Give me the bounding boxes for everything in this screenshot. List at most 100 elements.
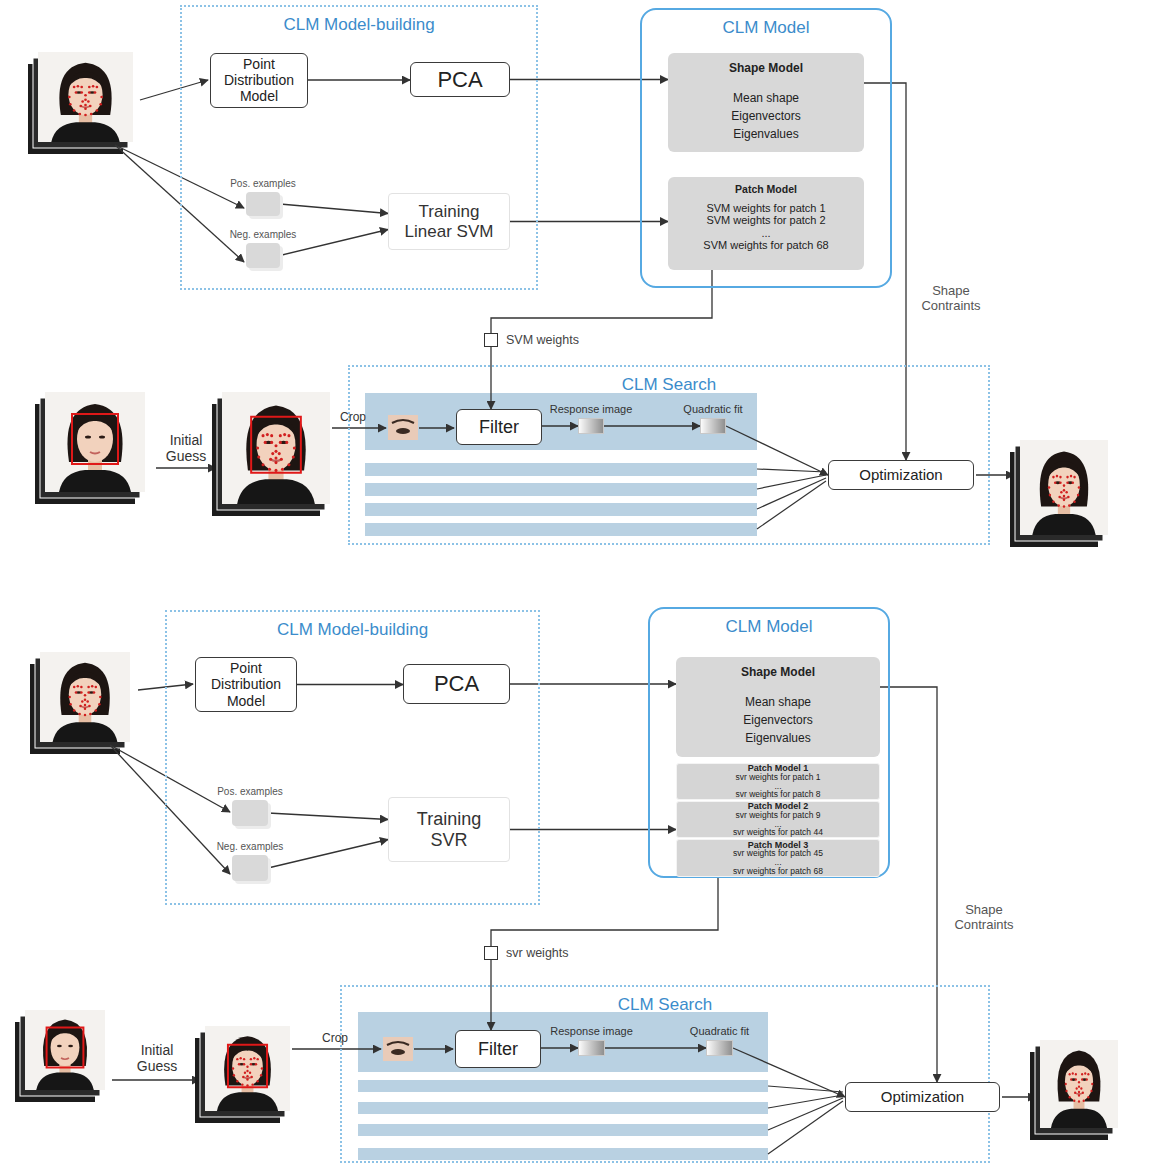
process-box: Training Linear SVM [388,193,510,250]
band-lines [757,469,826,529]
connector [510,683,676,684]
panel-heading: CLM Model [723,18,810,38]
region-heading: CLM Model-building [277,620,428,640]
dashed-region: CLM Model-buildingPoint Distribution Mod… [180,5,538,290]
connector [268,813,388,820]
face-photo [15,1010,105,1102]
connector [542,425,578,426]
dashed-region: CLM SearchFilterResponse imageQuadratic … [348,365,990,545]
model-text: Mean shape [733,89,799,107]
example-thumbnail: Pos. examples [246,192,280,216]
model-text: svr weights for patch 9 [735,811,820,820]
model-text: Shape Model [729,59,803,77]
search-band [358,1012,768,1160]
arrow-line [292,1048,381,1049]
connector [491,877,718,946]
weights-square: SVM weights [484,333,498,347]
process-box: Point Distribution Model [195,657,297,712]
model-text: ... [774,820,781,829]
connector [510,221,668,222]
dashed-region: CLM Model-buildingPoint Distribution Mod… [165,610,540,905]
connector [510,829,676,830]
model-text: SVM weights for patch 1 [706,202,825,215]
arrow-line [110,745,230,812]
patch-model-box: Patch ModelSVM weights for patch 1SVM we… [668,177,864,270]
arrow-line [112,1079,200,1080]
connector [733,1048,845,1097]
thumbnail-label: Pos. examples [217,786,283,797]
process-box: Training SVR [388,797,510,862]
response-thumbnail: Response image [578,1040,605,1056]
edge-label: Shape Contraints [942,903,1026,933]
model-text: ... [774,858,781,867]
process-box: Filter [455,1030,541,1068]
patch-model-box: Patch Model 2svr weights for patch 9...s… [676,801,880,838]
thumbnail-label: Response image [550,403,633,415]
box-label: Filter [479,417,519,438]
box-label: Training SVR [409,809,489,850]
connector [490,960,491,1030]
arrow-line [140,80,208,100]
shape-model-box: Shape ModelMean shapeEigenvectorsEigenva… [676,657,880,757]
model-text: svr weights for patch 1 [735,773,820,782]
box-label: Optimization [881,1088,964,1105]
connector [491,270,712,333]
model-text: Patch Model [735,183,797,196]
connector [864,83,906,460]
process-box: Optimization [845,1082,1000,1112]
search-band [365,393,757,536]
face-photo [212,392,330,516]
box-label: PCA [434,671,479,696]
model-text: ... [761,227,770,240]
response-thumbnail: Quadratic fit [700,418,726,434]
box-label: PCA [437,67,482,92]
region-heading: CLM Search [618,995,712,1015]
response-thumbnail: Quadratic fit [706,1040,733,1056]
shape-model-box: Shape ModelMean shapeEigenvectorsEigenva… [668,53,864,152]
arrow-line [414,1048,453,1049]
region-heading: CLM Search [622,375,716,395]
face-photo [1010,440,1108,547]
face-photo [35,392,145,504]
connector [604,425,700,426]
band-lines [768,1086,843,1154]
connector [490,347,491,409]
arrow-line [332,427,386,428]
face-photo [1030,1040,1118,1140]
connector [308,79,410,80]
thumbnail-label: Response image [550,1025,633,1037]
model-text: svr weights for patch 44 [733,828,823,837]
process-box: Optimization [828,460,974,490]
thumbnail-label: Neg. examples [230,229,297,240]
example-thumbnail: Neg. examples [246,243,280,268]
box-label: Point Distribution Model [205,660,287,708]
connector [605,1047,706,1048]
region-heading: CLM Model-building [283,15,434,35]
panel-heading: CLM Model [726,617,813,637]
model-panel: CLM ModelShape ModelMean shapeEigenvecto… [648,607,890,878]
model-text: Mean shape [745,693,811,711]
weights-label: svr weights [506,946,569,960]
connector [268,840,388,869]
arrow-line [156,467,216,468]
eye-patch [383,1037,413,1061]
model-text: Patch Model 3 [748,841,809,850]
face-photo [28,52,133,154]
model-text: Eigenvalues [745,729,810,747]
response-thumbnail: Response image [578,418,604,434]
annotation-label: Crop [322,1032,348,1046]
connector [541,1047,578,1048]
example-thumbnail: Pos. examples [232,800,268,826]
weights-square: svr weights [484,946,498,960]
edge-label: Shape Contraints [910,284,992,314]
model-text: svr weights for patch 8 [735,790,820,799]
connector [297,684,403,685]
arrow-line [976,474,1014,475]
model-text: Eigenvectors [743,711,812,729]
model-panel: CLM ModelShape ModelMean shapeEigenvecto… [640,8,892,288]
annotation-label: Crop [340,411,366,425]
thumbnail-label: Neg. examples [217,841,284,852]
face-photo [195,1026,290,1123]
